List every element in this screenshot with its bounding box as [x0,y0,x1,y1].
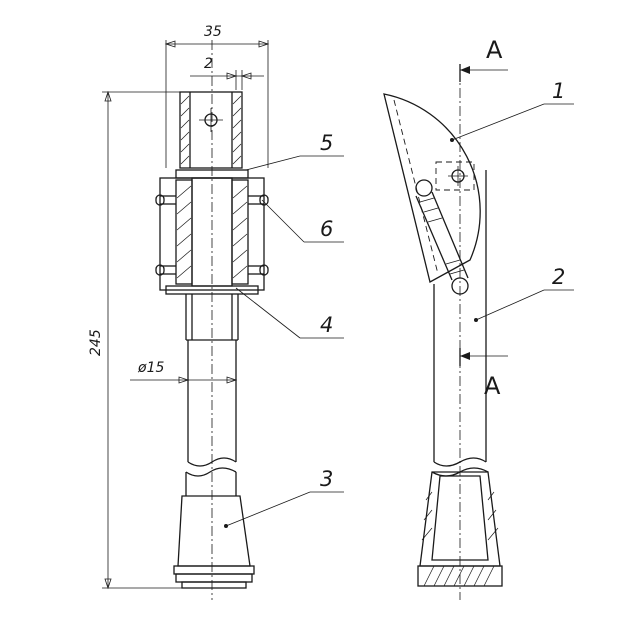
top-bracket [179,91,243,169]
rubber-foot [173,495,255,589]
leader-1: 1 [450,79,574,142]
part-label-4: 4 [320,313,333,337]
dim-diameter: ø15 [130,360,238,384]
dim-245-label: 245 [88,329,104,356]
leader-3: 3 [224,467,344,528]
section-mark-top: A [459,36,508,82]
dim-35: 35 [164,24,270,168]
front-view: 35 2 245 ø15 [88,24,344,600]
spring-left [155,194,176,276]
part-label-1: 1 [552,79,565,103]
spring-right [248,194,269,276]
plate [383,93,481,283]
leader-6: 6 [261,199,344,243]
hinge-assembly [155,169,269,295]
side-foot [417,471,503,587]
part-label-5: 5 [320,131,333,155]
dim-diameter-label: ø15 [137,360,164,376]
part-label-2: 2 [552,265,565,289]
dim-2: 2 [190,56,264,90]
section-mark-bottom: A [459,348,508,400]
dim-245: 245 [88,90,182,590]
leader-4: 4 [235,287,344,339]
tube [185,294,239,496]
side-view: A A 1 2 [383,36,574,600]
side-spring [415,179,469,295]
leader-2: 2 [474,265,574,322]
dim-35-label: 35 [204,24,222,40]
section-label-bottom: A [484,372,501,400]
part-label-6: 6 [320,217,333,241]
leader-5: 5 [245,131,344,171]
dim-2-label: 2 [204,56,213,72]
section-label-top: A [486,36,503,64]
part-label-3: 3 [320,467,333,491]
